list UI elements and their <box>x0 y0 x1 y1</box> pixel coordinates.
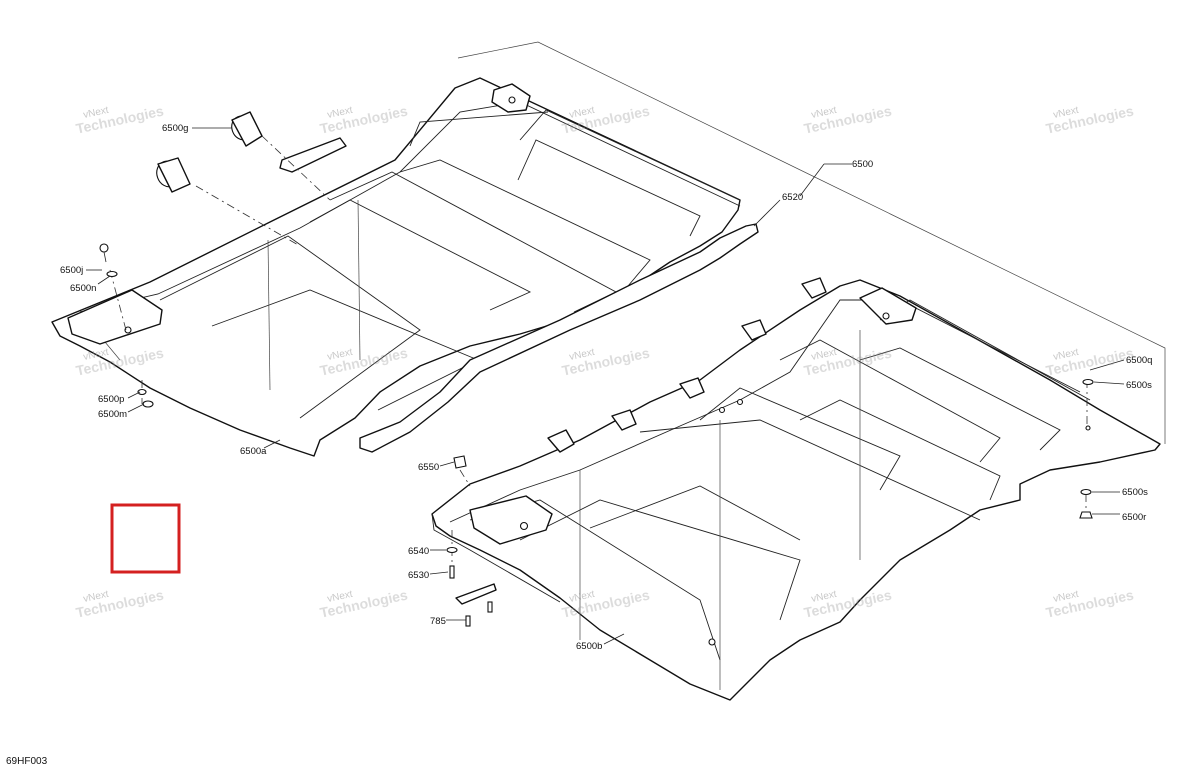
drawing-code: 69HF003 <box>6 756 48 767</box>
watermark-line1: vNext <box>326 347 354 363</box>
callout-6500b: 6500b <box>576 641 602 652</box>
watermark-line2: Technologies <box>560 102 651 136</box>
watermark-line2: Technologies <box>318 586 409 620</box>
watermark-line1: vNext <box>82 347 110 363</box>
callout-6500s-top: 6500s <box>1126 380 1152 391</box>
roof-panel-rear <box>431 277 1161 701</box>
watermark-line1: vNext <box>810 105 838 121</box>
callout-6500j: 6500j <box>60 265 83 276</box>
callout-6500p: 6500p <box>98 394 124 405</box>
callout-6500: 6500 <box>852 159 873 170</box>
callout-6500s-bottom: 6500s <box>1122 487 1148 498</box>
clamp-6500g-1 <box>231 111 263 147</box>
watermark-line1: vNext <box>1052 105 1080 121</box>
watermark-line2: Technologies <box>560 344 651 378</box>
callout-785: 785 <box>430 616 446 627</box>
watermark-line2: Technologies <box>802 102 893 136</box>
leader-lines <box>86 127 1125 645</box>
callout-6500g: 6500g <box>162 123 188 134</box>
watermark-line1: vNext <box>82 105 110 121</box>
callout-6500r: 6500r <box>1122 512 1146 523</box>
callout-6500m: 6500m <box>98 409 127 420</box>
watermark-line2: Technologies <box>1044 102 1135 136</box>
watermark-line2: Technologies <box>74 102 165 136</box>
watermark-line1: vNext <box>568 347 596 363</box>
watermark-line2: Technologies <box>74 586 165 620</box>
watermark-line1: vNext <box>568 105 596 121</box>
clamp-6500g-2 <box>156 157 191 193</box>
callout-labels: 6500g 6500 6520 6500j 6500n 6500p 6500m … <box>60 123 1152 652</box>
watermark-line2: Technologies <box>318 102 409 136</box>
roof-panel-front <box>51 77 741 457</box>
callout-6550: 6550 <box>418 462 439 473</box>
callout-6520: 6520 <box>782 192 803 203</box>
watermark-line1: vNext <box>326 105 354 121</box>
callout-6500q: 6500q <box>1126 355 1152 366</box>
watermark-line2: Technologies <box>1044 586 1135 620</box>
watermark-line1: vNext <box>568 589 596 605</box>
watermark-line2: Technologies <box>1044 344 1135 378</box>
callout-6530: 6530 <box>408 570 429 581</box>
watermark-line1: vNext <box>1052 589 1080 605</box>
watermark-line1: vNext <box>1052 347 1080 363</box>
callout-6500a: 6500a <box>240 446 267 457</box>
watermark-line1: vNext <box>810 347 838 363</box>
watermark-line1: vNext <box>82 589 110 605</box>
watermark-line1: vNext <box>326 589 354 605</box>
watermark-line1: vNext <box>810 589 838 605</box>
hardware-items <box>99 243 1094 627</box>
seal-strip <box>279 137 347 173</box>
highlight-marker-box <box>110 503 181 574</box>
assembly-boundary <box>457 41 1166 444</box>
callout-6500n: 6500n <box>70 283 96 294</box>
gasket-strip-6520 <box>359 223 759 453</box>
callout-6540: 6540 <box>408 546 429 557</box>
